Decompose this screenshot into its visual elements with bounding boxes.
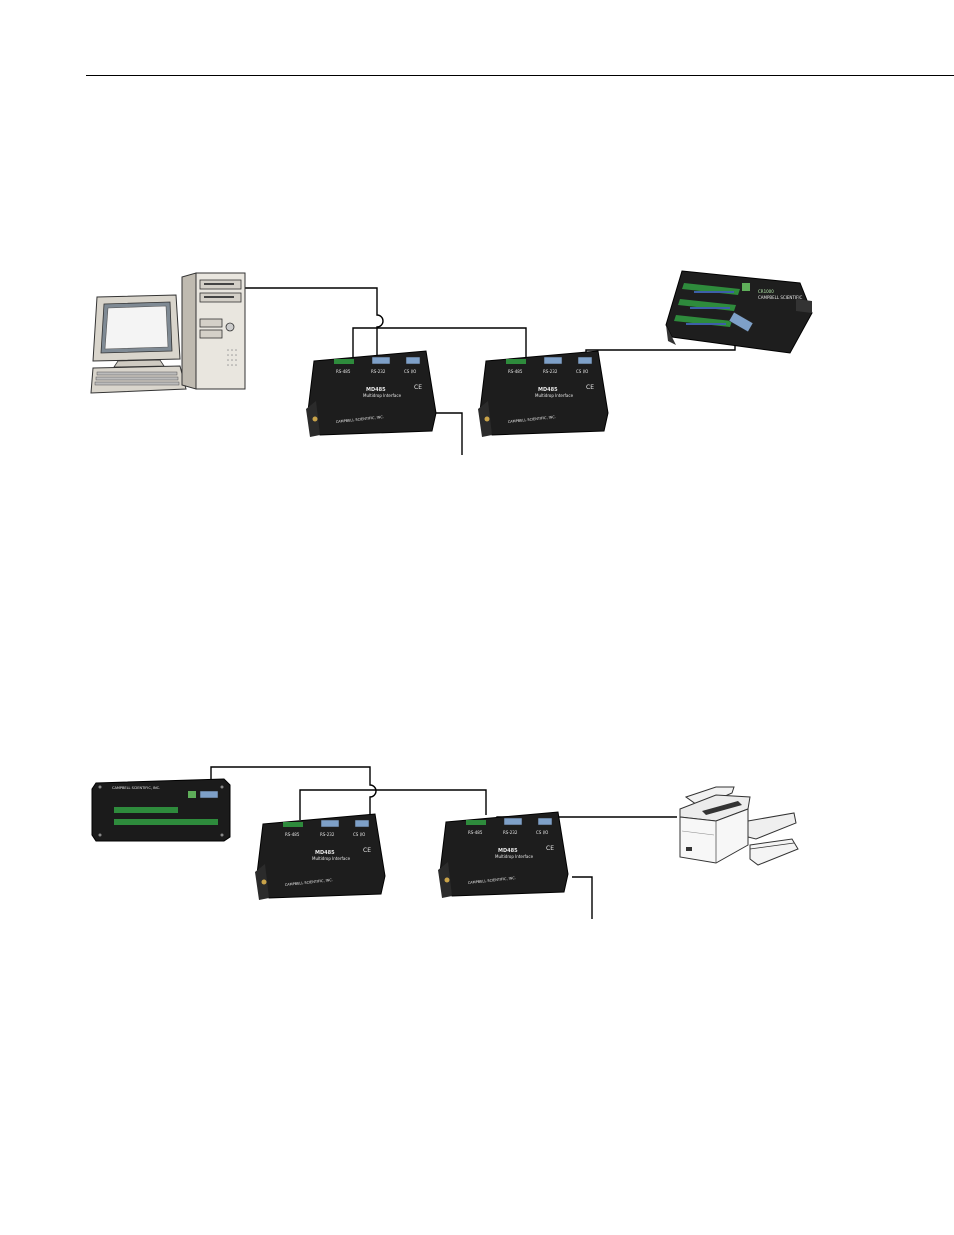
port-label-csio: CS I/O bbox=[536, 830, 548, 835]
power-cable bbox=[572, 876, 593, 919]
ground-lug bbox=[312, 416, 318, 422]
rs232-db9-port bbox=[503, 817, 523, 826]
brand-label: CAMPBELL SCIENTIFIC, INC. bbox=[336, 415, 384, 424]
printer bbox=[679, 786, 799, 866]
rs232-db9-port bbox=[320, 819, 340, 828]
port-label-rs232: RS-232 bbox=[320, 832, 335, 837]
device-subtitle: Multidrop Interface bbox=[312, 856, 351, 861]
md485-interface-2: RS-485 RS-232 CS I/O MD485 Multidrop Int… bbox=[438, 811, 569, 898]
paper-tray-side bbox=[747, 812, 797, 840]
device-model: MD485 bbox=[538, 387, 558, 393]
header-rule bbox=[86, 75, 954, 76]
csio-port bbox=[728, 311, 754, 333]
csio-db9-port bbox=[537, 817, 553, 826]
rs232-cable-computer bbox=[244, 287, 384, 358]
datalogger-cr1000: CAMPBELL SCIENTIFIC CR1000 bbox=[665, 270, 813, 354]
port-label-csio: CS I/O bbox=[404, 369, 416, 374]
tower-case bbox=[181, 272, 246, 390]
rs485-cable-link bbox=[352, 327, 527, 357]
device-subtitle: Multidrop Interface bbox=[535, 393, 574, 398]
diagram-datalogger-to-printer: CAMPBELL SCIENTIFIC, INC. RS-485 RS-232 … bbox=[0, 735, 954, 925]
ce-mark: CE bbox=[586, 384, 594, 391]
port-label-rs485: RS-485 bbox=[468, 830, 483, 835]
power-terminal bbox=[188, 791, 196, 798]
device-model: MD485 bbox=[498, 848, 518, 854]
ce-mark: CE bbox=[414, 384, 422, 391]
md485-interface-2: RS-485 RS-232 CS I/O MD485 Multidrop Int… bbox=[478, 350, 609, 437]
ground-lug bbox=[444, 877, 450, 883]
monitor bbox=[92, 294, 181, 368]
device-subtitle: Multidrop Interface bbox=[363, 393, 402, 398]
port-label-csio: CS I/O bbox=[353, 832, 365, 837]
port-label-rs485: RS-485 bbox=[336, 369, 351, 374]
ce-mark: CE bbox=[363, 847, 371, 854]
power-switch bbox=[686, 847, 692, 851]
brand-label: CAMPBELL SCIENTIFIC, INC. bbox=[285, 878, 333, 887]
device-model: MD485 bbox=[366, 387, 386, 393]
csio-db9-port bbox=[405, 356, 421, 365]
ce-mark: CE bbox=[546, 845, 554, 852]
rs485-terminal-block bbox=[506, 359, 526, 364]
ground-lug bbox=[261, 879, 267, 885]
rs232-db9-port bbox=[543, 356, 563, 365]
terminal-strips bbox=[114, 807, 218, 825]
brand-label: CAMPBELL SCIENTIFIC, INC. bbox=[468, 876, 516, 885]
device-model: MD485 bbox=[315, 850, 335, 856]
keyboard bbox=[90, 365, 187, 394]
csio-db9-port bbox=[354, 819, 370, 828]
rs485-terminal-block bbox=[466, 820, 486, 825]
md485-interface-1: RS-485 RS-232 CS I/O MD485 Multidrop Int… bbox=[255, 813, 386, 900]
power-cable bbox=[432, 412, 463, 455]
power-terminal bbox=[742, 283, 750, 291]
rs232-db9-port bbox=[371, 356, 391, 365]
csio-port bbox=[199, 790, 219, 799]
md485-interface-1: RS-485 RS-232 CS I/O MD485 Multidrop Int… bbox=[306, 350, 437, 437]
port-label-rs232: RS-232 bbox=[543, 369, 558, 374]
port-label-rs232: RS-232 bbox=[503, 830, 518, 835]
logger-model: CR1000 bbox=[758, 289, 774, 294]
port-label-rs485: RS-485 bbox=[508, 369, 523, 374]
brand-label: CAMPBELL SCIENTIFIC, INC. bbox=[508, 415, 556, 424]
port-label-rs485: RS-485 bbox=[285, 832, 300, 837]
logger-brand: CAMPBELL SCIENTIFIC, INC. bbox=[112, 786, 160, 790]
computer bbox=[90, 272, 246, 394]
datalogger-cr-series: CAMPBELL SCIENTIFIC, INC. bbox=[91, 778, 231, 842]
port-label-rs232: RS-232 bbox=[371, 369, 386, 374]
logger-brand: CAMPBELL SCIENTIFIC bbox=[758, 295, 803, 300]
csio-db9-port bbox=[577, 356, 593, 365]
rs485-terminal-block bbox=[283, 822, 303, 827]
rs485-terminal-block bbox=[334, 359, 354, 364]
device-subtitle: Multidrop Interface bbox=[495, 854, 534, 859]
diagram-computer-to-datalogger: RS-485 RS-232 CS I/O MD485 Multidrop Int… bbox=[0, 255, 954, 465]
port-label-csio: CS I/O bbox=[576, 369, 588, 374]
ground-lug bbox=[484, 416, 490, 422]
rs485-cable-link bbox=[299, 789, 487, 820]
csio-cable-datalogger bbox=[210, 766, 377, 821]
